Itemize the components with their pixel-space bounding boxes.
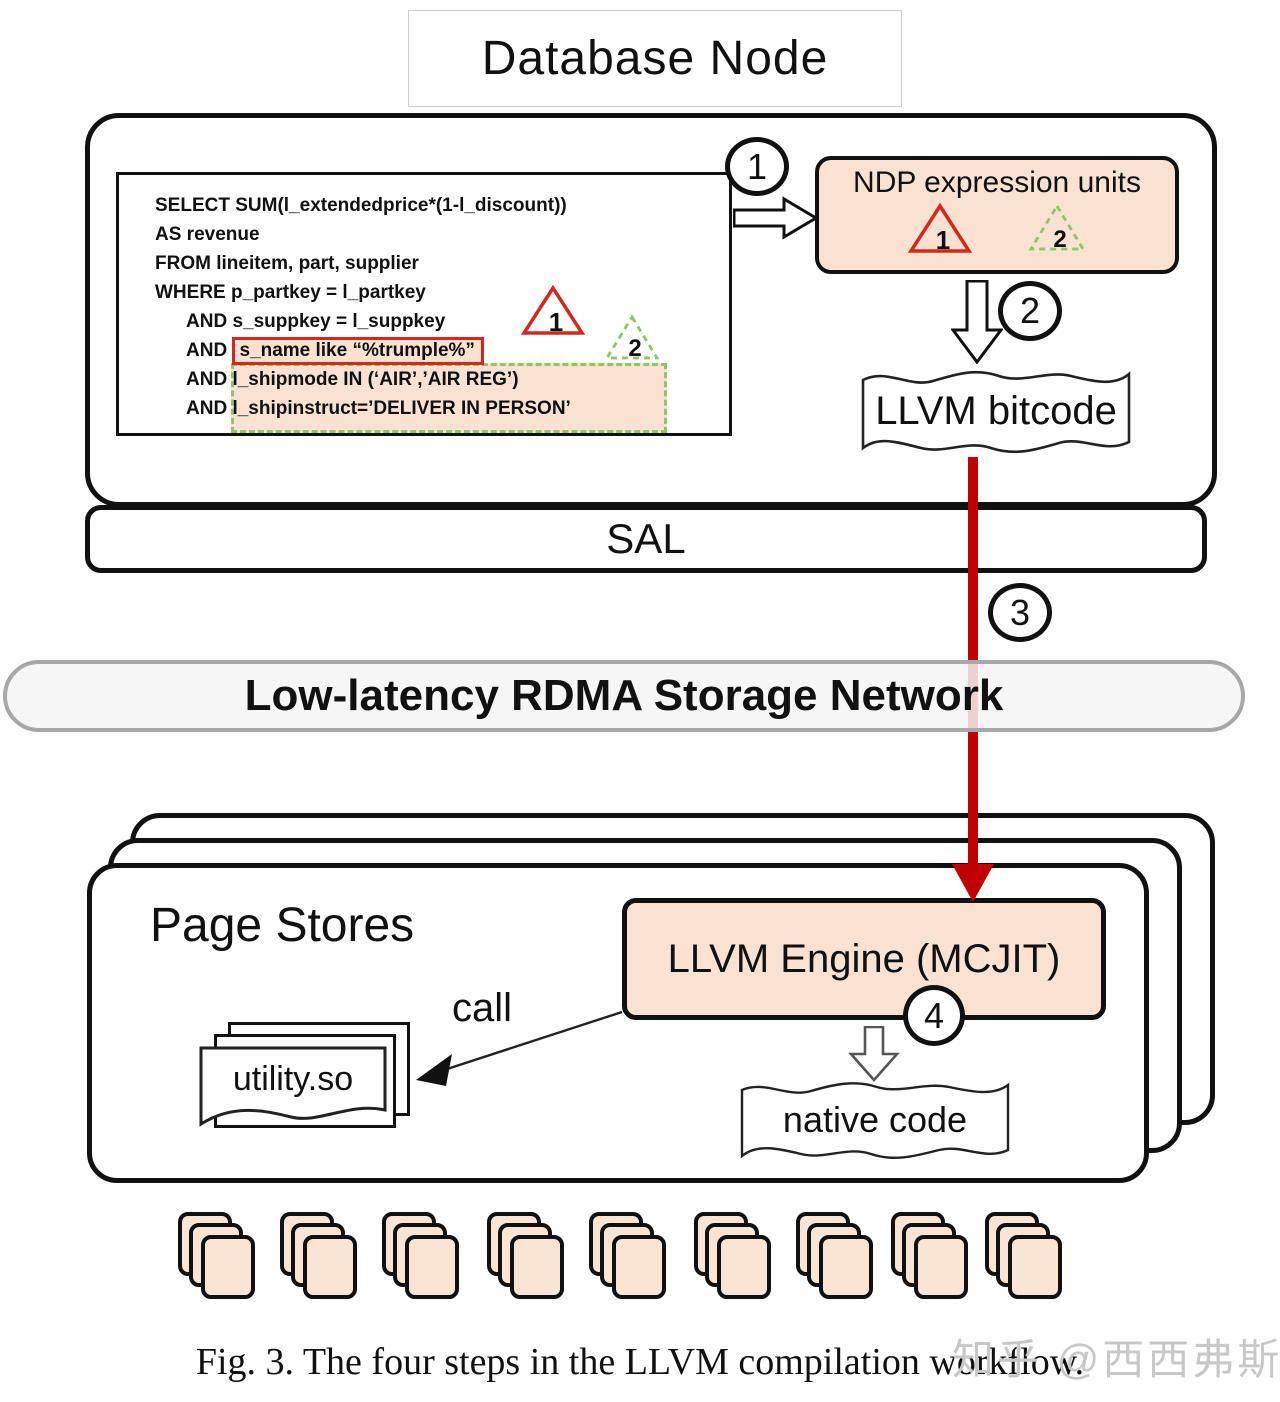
green-triangle-2-icon: 2 [1028, 203, 1086, 253]
llvm-bitcode-document: LLVM bitcode [857, 364, 1135, 458]
page-cluster [985, 1212, 1063, 1304]
native-code-document: native code [737, 1076, 1013, 1164]
sql-line: WHERE p_partkey = l_partkey [155, 278, 729, 307]
step2-predicates-highlight [231, 363, 667, 433]
wavy-document-icon [740, 1082, 1010, 1160]
step-1-badge: 1 [725, 137, 789, 196]
arrow-right-icon [733, 196, 819, 240]
sql-prefix: AND [186, 398, 233, 419]
page-cluster [280, 1212, 358, 1304]
figure-caption: Fig. 3. The four steps in the LLVM compi… [195, 1341, 1085, 1383]
page-cluster [796, 1212, 874, 1304]
red-arrow-head-icon [952, 864, 994, 902]
step-number: 4 [923, 994, 945, 1036]
sql-line: AND l_shipmode IN (‘AIR’,’AIR REG’) [155, 365, 729, 394]
sql-line: FROM lineitem, part, supplier [155, 249, 729, 278]
sql-query-box: SELECT SUM(l_extendedprice*(1-l_discount… [116, 172, 732, 436]
page-cluster [589, 1212, 667, 1304]
utility-so-document: utility.so [199, 1046, 387, 1132]
sql-text: l_shipmode IN (‘AIR’,’AIR REG’) [232, 369, 519, 390]
page-cluster [178, 1212, 256, 1304]
triangle-number: 2 [628, 335, 641, 362]
page-cluster [487, 1212, 565, 1304]
sql-prefix: AND [186, 340, 233, 361]
step-number: 3 [1009, 591, 1031, 633]
step-2-badge: 2 [998, 281, 1062, 341]
wavy-document-icon [861, 370, 1131, 454]
sql-text: AS revenue [155, 224, 260, 245]
watermark: 知乎 @西西弗斯 [952, 1336, 1280, 1383]
call-label: call [452, 986, 513, 1030]
utility-so-label: utility.so [232, 1060, 354, 1098]
sql-text: FROM lineitem, part, supplier [155, 253, 419, 274]
triangle-number: 2 [1053, 226, 1066, 253]
sal-bar: SAL [85, 505, 1207, 573]
ndp-triangle-row: 1 2 [907, 202, 1087, 256]
llvm-bitcode-label: LLVM bitcode [875, 388, 1117, 433]
native-code-label: native code [782, 1099, 968, 1140]
arrow-down-small-icon [848, 1026, 900, 1082]
database-node-title: Database Node [408, 10, 902, 107]
rdma-network-band: Low-latency RDMA Storage Network [3, 660, 1245, 732]
page-icon [717, 1235, 771, 1299]
red-triangle-1-icon: 1 [520, 284, 586, 337]
sql-text-highlight-red: s_name like “%trumple%” [232, 337, 484, 365]
page-icon [405, 1235, 459, 1299]
wavy-bottom-document-icon [199, 1046, 387, 1127]
green-triangle-2-icon: 2 [604, 314, 660, 362]
red-triangle-1-icon: 1 [907, 202, 973, 255]
sql-text: WHERE p_partkey = l_partkey [155, 282, 426, 303]
database-node-title-text: Database Node [481, 32, 829, 85]
page-icon [914, 1235, 968, 1299]
rdma-network-label: Low-latency RDMA Storage Network [244, 671, 1004, 720]
page-icon [303, 1235, 357, 1299]
page-icon [201, 1235, 255, 1299]
sql-line: AND s_name like “%trumple%” [155, 336, 729, 365]
llvm-engine-box: LLVM Engine (MCJIT) [622, 898, 1106, 1020]
page-cluster [382, 1212, 460, 1304]
sql-text: l_shipinstruct=’DELIVER IN PERSON’ [232, 398, 571, 419]
page-cluster [891, 1212, 969, 1304]
sal-label: SAL [606, 515, 686, 562]
sql-prefix: AND [186, 369, 233, 390]
page-stores-title: Page Stores [150, 899, 415, 952]
page-icon [612, 1235, 666, 1299]
triangle-number: 1 [549, 307, 563, 337]
llvm-engine-label: LLVM Engine (MCJIT) [667, 936, 1061, 981]
page-icon [510, 1235, 564, 1299]
step-3-badge: 3 [988, 583, 1052, 642]
sql-line: SELECT SUM(l_extendedprice*(1-l_discount… [155, 191, 729, 220]
sql-line: AS revenue [155, 220, 729, 249]
arrow-down-icon [951, 280, 1003, 364]
sql-text: SELECT SUM(l_extendedprice*(1-l_discount… [155, 195, 567, 216]
sql-line: AND l_shipinstruct=’DELIVER IN PERSON’ [155, 394, 729, 423]
sql-text: s_suppkey = l_suppkey [232, 311, 446, 332]
ndp-expression-units-box: NDP expression units 1 2 [815, 156, 1179, 274]
call-arrow-icon [416, 1010, 623, 1086]
step-number: 1 [746, 145, 768, 187]
page-cluster [694, 1212, 772, 1304]
sql-line: AND s_suppkey = l_suppkey [155, 307, 729, 336]
step-4-badge: 4 [903, 985, 965, 1046]
ndp-label: NDP expression units [853, 166, 1141, 199]
step-number: 2 [1019, 290, 1041, 331]
sql-prefix: AND [186, 311, 233, 332]
page-icon [819, 1235, 873, 1299]
triangle-number: 1 [936, 225, 950, 255]
page-icon [1008, 1235, 1062, 1299]
